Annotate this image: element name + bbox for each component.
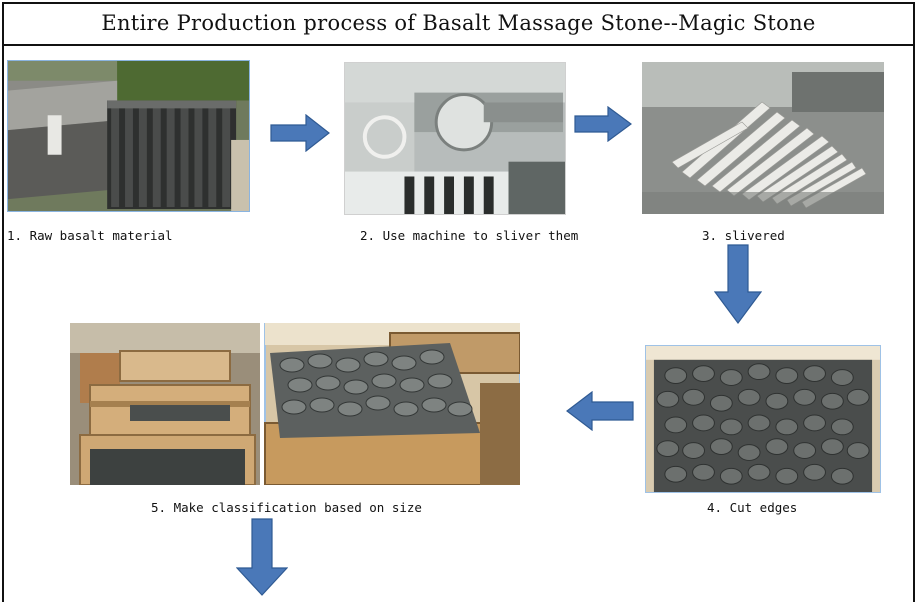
cut-edge-stones-photo — [645, 345, 881, 493]
step-3-caption: 3. slivered — [702, 228, 785, 243]
step-4-caption: 4. Cut edges — [707, 500, 798, 515]
arrow-left-icon — [566, 391, 634, 431]
step-5-caption: 5. Make classification based on size — [151, 500, 422, 515]
cutting-machine-photo — [344, 62, 566, 215]
sorted-crates-photo — [70, 323, 520, 485]
arrow-down-icon — [236, 518, 288, 596]
step-1-caption: 1. Raw basalt material — [7, 228, 173, 243]
arrow-down-icon — [714, 244, 762, 324]
step-2-caption: 2. Use machine to sliver them — [360, 228, 579, 243]
arrow-right-icon — [270, 114, 330, 152]
slivered-strips-photo — [642, 62, 884, 214]
raw-basalt-slabs-photo — [7, 60, 250, 212]
diagram-title: Entire Production process of Basalt Mass… — [101, 11, 816, 35]
title-bar: Entire Production process of Basalt Mass… — [2, 2, 915, 46]
arrow-right-icon — [574, 106, 632, 142]
